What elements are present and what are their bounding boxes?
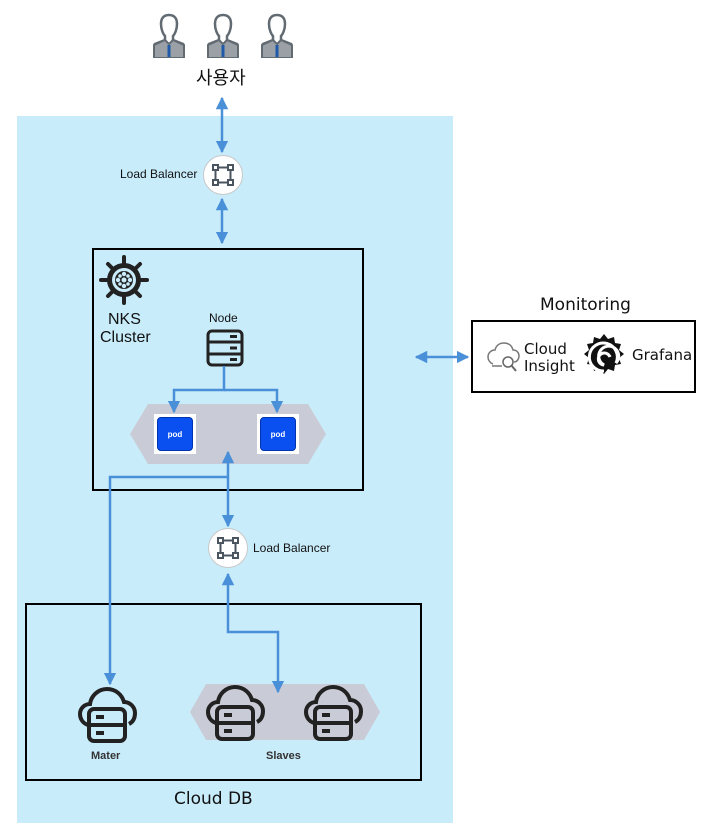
helm-wheel-icon bbox=[98, 254, 150, 311]
load-balancer-bottom[interactable] bbox=[208, 528, 248, 568]
monitoring-title: Monitoring bbox=[540, 295, 631, 315]
user-icon bbox=[204, 12, 242, 63]
cloud-insight-icon[interactable] bbox=[484, 340, 522, 379]
pod-2-label: pod bbox=[260, 417, 296, 451]
slaves-label: Slaves bbox=[266, 750, 301, 762]
cloud-insight-label-line2: Insight bbox=[524, 357, 575, 375]
pod-2[interactable]: pod bbox=[257, 414, 299, 454]
node-label: Node bbox=[209, 311, 238, 325]
load-balancer-icon bbox=[212, 164, 234, 186]
nks-title-line2: Cluster bbox=[100, 329, 151, 346]
pod-1-label: pod bbox=[157, 417, 193, 451]
load-balancer-bottom-label: Load Balancer bbox=[253, 541, 331, 555]
db-cloud-server-icon[interactable] bbox=[303, 683, 364, 746]
db-cloud-server-icon[interactable] bbox=[205, 683, 266, 746]
users-label: 사용자 bbox=[196, 68, 246, 89]
user-icon bbox=[150, 12, 188, 63]
load-balancer-top-label: Load Balancer bbox=[120, 167, 198, 181]
grafana-label: Grafana bbox=[632, 346, 693, 364]
master-label: Mater bbox=[91, 750, 121, 762]
db-cloud-server-icon[interactable] bbox=[77, 685, 138, 748]
cloud-insight-label-line1: Cloud bbox=[524, 340, 567, 358]
load-balancer-icon bbox=[217, 537, 239, 559]
pod-1[interactable]: pod bbox=[154, 414, 196, 454]
user-icon bbox=[258, 12, 296, 63]
load-balancer-top[interactable] bbox=[203, 155, 243, 195]
nks-title-line1: NKS bbox=[108, 311, 141, 328]
server-icon[interactable] bbox=[206, 329, 244, 372]
cloud-db-title: Cloud DB bbox=[174, 789, 253, 809]
grafana-icon[interactable] bbox=[580, 331, 628, 386]
